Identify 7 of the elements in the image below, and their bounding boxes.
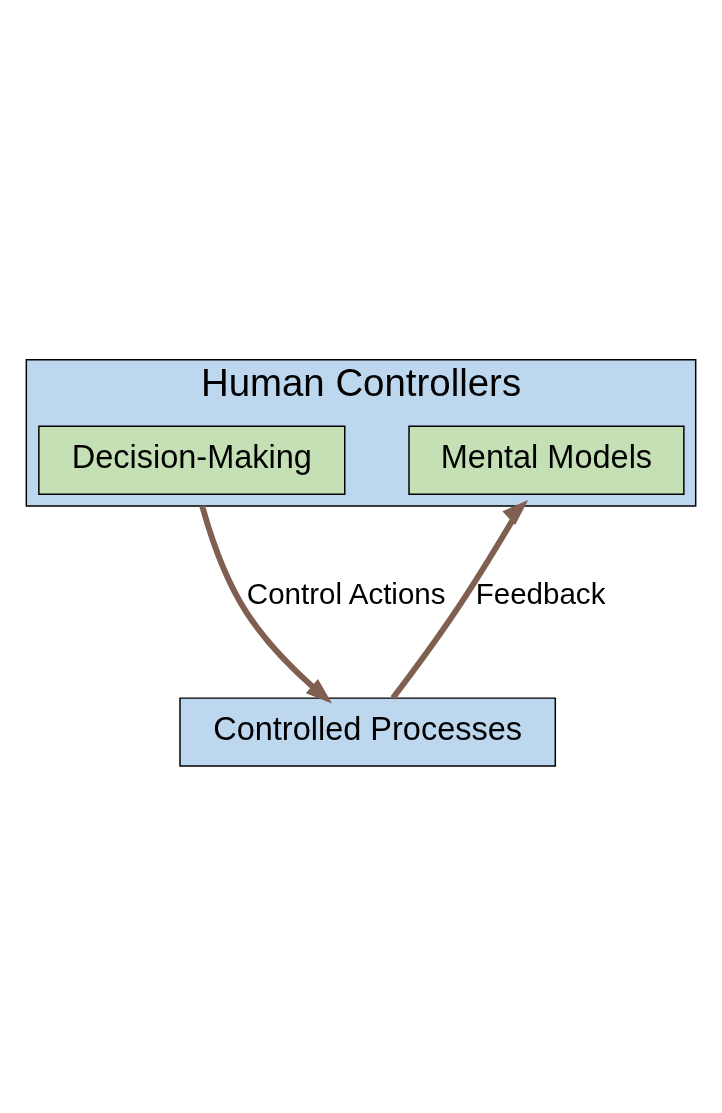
- node-box: Decision-Making: [38, 425, 346, 495]
- arrow: [390, 499, 529, 700]
- edge-label: Feedback: [475, 576, 606, 610]
- arrow: [199, 504, 333, 704]
- edge-label: Control Actions: [246, 576, 446, 610]
- node-box: Mental Models: [408, 425, 685, 495]
- node-box: Controlled Processes: [179, 696, 557, 767]
